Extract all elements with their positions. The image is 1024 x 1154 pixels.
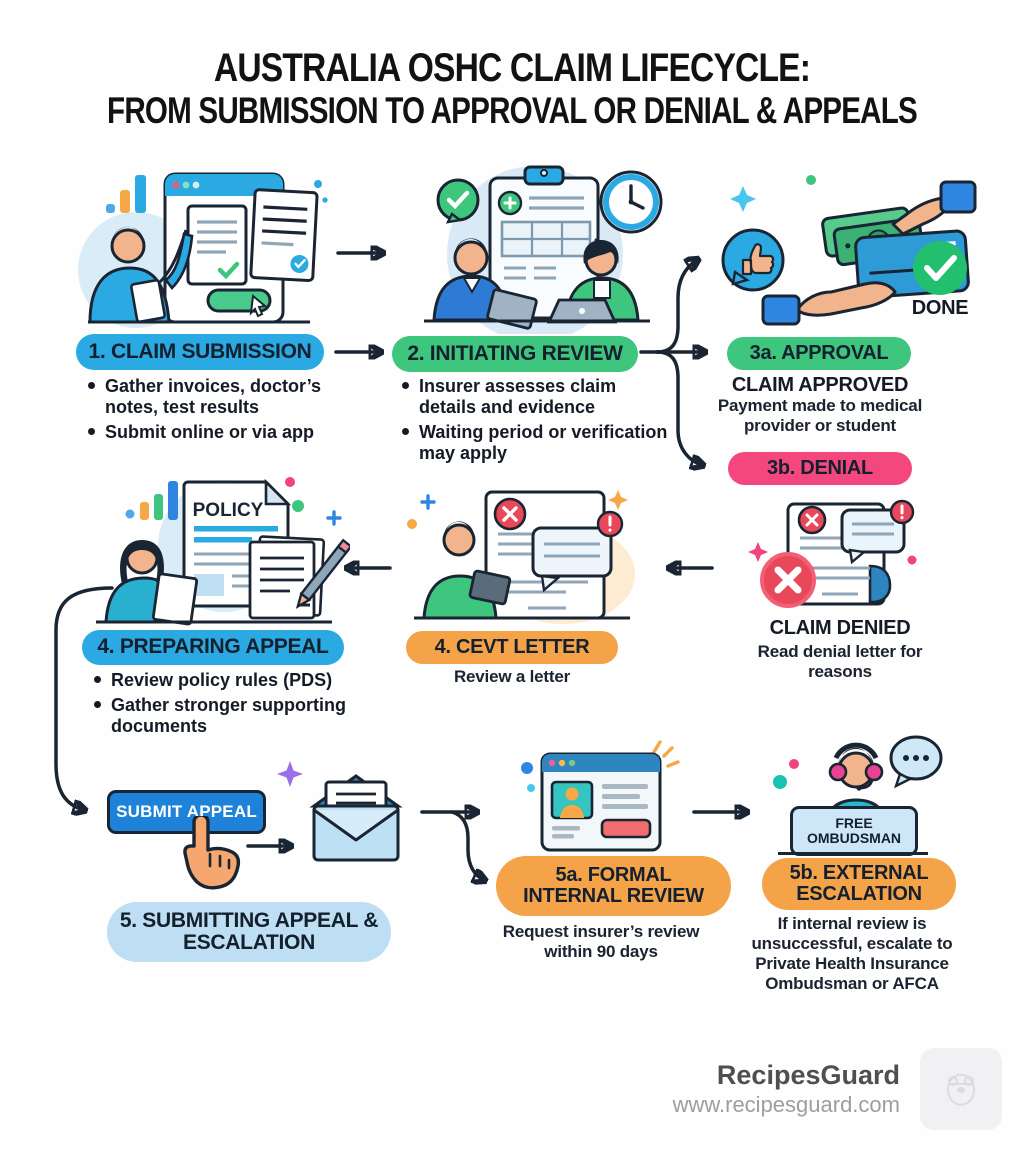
sparkle-icon	[748, 542, 768, 562]
bullet-item: Review policy rules (PDS)	[94, 670, 356, 691]
decor-dot	[407, 519, 417, 529]
bullet-item: Gather invoices, doctor’s notes, test re…	[88, 376, 368, 418]
bullet-item: Gather stronger supporting documents	[94, 695, 356, 737]
cevt-letter-illustration	[407, 490, 635, 624]
step5-pill: 5. SUBMITTING APPEAL & ESCALATION	[107, 902, 391, 962]
cevt-letter-text: Review a letter	[453, 667, 571, 686]
giving-hand-icon	[891, 180, 977, 236]
decor-dot	[322, 197, 328, 203]
chat-bubble-icon	[889, 735, 943, 789]
bar-chart-icon	[106, 175, 146, 213]
step1-pill: 1. CLAIM SUBMISSION	[76, 334, 324, 370]
claim-denied-text: Read denial letter for reasons	[757, 642, 923, 682]
decor-dot	[789, 759, 799, 769]
preparing-appeal-illustration: POLICY	[96, 477, 350, 626]
envelope-icon	[309, 774, 403, 862]
brand-name: RecipesGuard	[716, 1060, 900, 1090]
document-stamped-icon	[249, 188, 319, 282]
done-label: DONE	[911, 297, 969, 319]
watermark-box	[920, 1048, 1002, 1130]
approval-illustration	[721, 175, 977, 326]
headset-ear	[828, 762, 848, 782]
bullet-item: Insurer assesses claim details and evide…	[402, 376, 670, 418]
decor-dot	[773, 775, 787, 789]
open-hand-icon	[761, 281, 897, 326]
decor-dot	[521, 762, 533, 774]
step5a-pill: 5a. FORMAL INTERNAL REVIEW	[496, 856, 731, 916]
alert-bubble-icon	[840, 499, 915, 565]
step4-letter-pill: 4. CEVT LETTER	[406, 631, 618, 664]
decor-dot	[527, 784, 535, 792]
ombudsman-sign: FREE OMBUDSMAN	[790, 806, 918, 856]
decor-dot	[292, 500, 304, 512]
submit-button-icon	[206, 288, 272, 318]
approval-heading: CLAIM APPROVED	[731, 374, 909, 396]
step4-appeal-pill: 4. PREPARING APPEAL	[82, 630, 344, 665]
step5b-pill: 5b. EXTERNAL ESCALATION	[762, 858, 956, 910]
policy-doc-label: POLICY	[193, 500, 264, 521]
external-escalation-text: If internal review is unsuccessful, esca…	[751, 914, 953, 994]
claim-submission-illustration	[78, 172, 328, 328]
brand-website: www.recipesguard.com	[672, 1092, 900, 1117]
submit-appeal-button: SUBMIT APPEAL	[107, 790, 266, 834]
step2-bullets: Insurer assesses claim details and evide…	[402, 376, 670, 464]
title-line-1: AUSTRALIA OSHC CLAIM LIFECYCLE:	[213, 46, 811, 90]
step1-bullets: Gather invoices, doctor’s notes, test re…	[88, 376, 368, 443]
decor-dot	[806, 175, 816, 185]
red-x-icon	[760, 552, 816, 608]
decor-dot	[285, 477, 295, 487]
step3b-pill: 3b. DENIAL	[728, 452, 912, 485]
approval-text: Payment made to medical provider or stud…	[717, 396, 923, 436]
bullet-item: Waiting period or verification may apply	[402, 422, 670, 464]
initiating-review-illustration	[424, 165, 663, 334]
decor-dot	[314, 180, 322, 188]
browser-window-icon	[540, 752, 662, 852]
bar-chart-icon	[125, 481, 178, 520]
person-icon	[422, 521, 512, 620]
reviewer-right-icon	[546, 238, 640, 324]
pointer-hand-icon	[183, 816, 241, 890]
sparkle-icon	[277, 761, 303, 787]
plus-sparkle-icon	[326, 510, 342, 526]
check-bubble-icon	[436, 178, 480, 224]
thumbs-up-bubble-icon	[721, 228, 785, 292]
pencil-icon	[295, 538, 350, 609]
alert-bubble-icon	[531, 510, 624, 593]
title-line-2: FROM SUBMISSION TO APPROVAL OR DENIAL & …	[107, 90, 918, 131]
clock-icon	[599, 170, 663, 234]
bullet-item: Submit online or via app	[88, 422, 368, 443]
claim-denied-illustration	[748, 499, 917, 608]
formal-review-text: Request insurer’s review within 90 days	[502, 922, 700, 962]
action-button	[600, 818, 652, 839]
formal-review-illustration	[521, 740, 680, 852]
decor-dot	[907, 555, 917, 565]
done-check-icon	[913, 241, 967, 295]
headset-band	[833, 742, 879, 760]
claim-denied-heading: CLAIM DENIED	[769, 617, 911, 639]
document-icon	[186, 204, 248, 286]
step2-pill: 2. INITIATING REVIEW	[392, 336, 638, 372]
bear-watermark-icon	[947, 1073, 975, 1106]
plus-sparkle-icon	[420, 494, 436, 510]
sparkle-icon	[608, 490, 628, 510]
step4-bullets: Review policy rules (PDS) Gather stronge…	[94, 670, 356, 737]
sparkle-icon	[730, 186, 756, 212]
spark-lines-icon	[652, 740, 680, 768]
step3a-pill: 3a. APPROVAL	[727, 337, 911, 370]
arrow-envelope-5a-pill	[450, 810, 484, 880]
clipboard-icon	[488, 165, 600, 320]
reviewer-left-icon	[432, 238, 538, 330]
person-icon	[104, 540, 199, 626]
headset-ear	[864, 762, 884, 782]
desk-line	[778, 852, 928, 855]
person-icon	[88, 226, 194, 324]
